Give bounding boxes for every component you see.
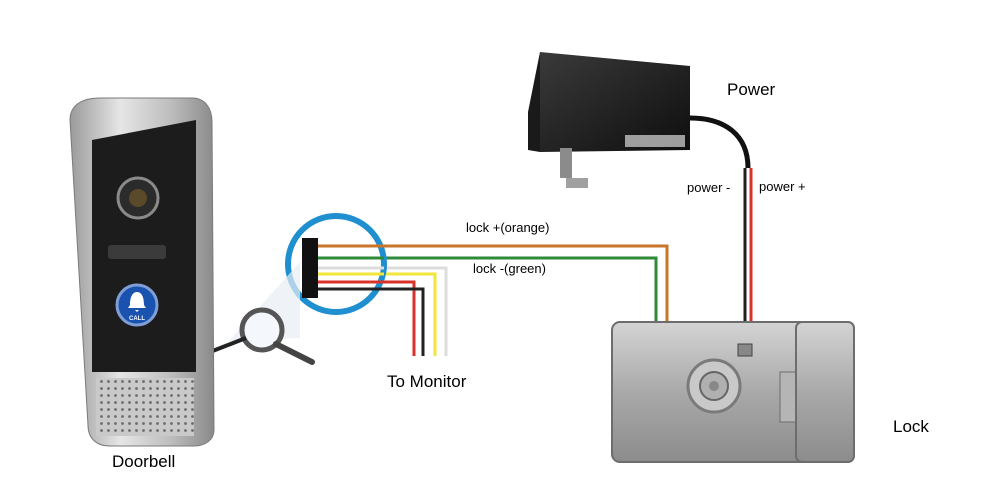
lock-minus-wire (316, 256, 658, 325)
doorbell-label: Doorbell (112, 452, 176, 471)
adapter-cable (689, 115, 751, 169)
lock-label: Lock (893, 417, 929, 436)
doorbell-cable (209, 336, 247, 354)
ir-sensor (108, 245, 166, 259)
lock-bolt (795, 321, 855, 463)
connector-plug (302, 238, 318, 298)
magnifier-icon (228, 262, 315, 365)
speaker-grille (96, 378, 194, 436)
lock-plus-label: lock +(orange) (466, 220, 550, 235)
lock-minus-label: lock -(green) (473, 261, 546, 276)
power-adapter (528, 52, 690, 188)
lock-plus-wire (316, 244, 669, 325)
to-monitor-label: To Monitor (387, 372, 467, 391)
bell-icon (128, 292, 146, 312)
power-label: Power (727, 80, 776, 99)
call-button-label: CALL (129, 316, 145, 322)
electric-lock (611, 321, 855, 463)
power-minus-label: power - (687, 180, 731, 195)
doorbell-unit: CALL (69, 97, 215, 447)
power-plus-label: power + (759, 179, 806, 194)
